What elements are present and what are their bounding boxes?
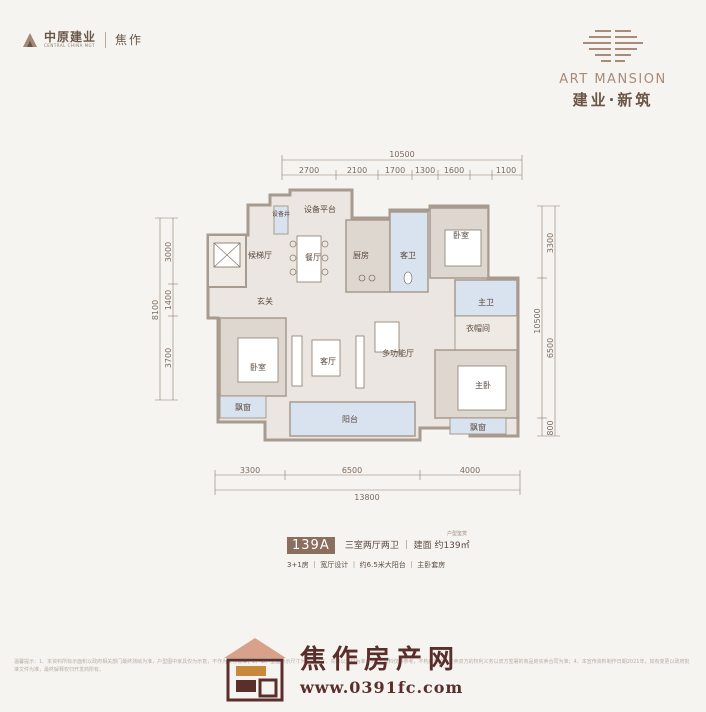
dim-right-total: 10500 xyxy=(533,308,542,333)
room-shaft: 设备井 xyxy=(272,210,290,218)
room-closet: 衣帽间 xyxy=(466,323,490,333)
developer-logo-icon xyxy=(23,32,37,47)
developer-logo: 中原建业 CENTRAL CHINA MGT 焦作 xyxy=(22,31,143,48)
dim-top-1: 2700 xyxy=(299,166,319,175)
unit-layout-line: 三室两厅两卫 ｜ 建面 约139㎡ xyxy=(344,541,470,551)
dim-bottom-2: 6500 xyxy=(342,466,362,475)
dim-bottom-total: 13800 xyxy=(354,493,379,500)
brand-name-cn: 建业·新筑 xyxy=(572,91,654,109)
dim-left-total: 8100 xyxy=(151,300,160,320)
unit-area: 约139㎡ xyxy=(434,541,470,551)
unit-layout: 三室两厅两卫 xyxy=(344,541,399,551)
house-logo-icon xyxy=(224,638,286,702)
area-label: 建面 xyxy=(413,541,432,551)
room-bay-w: 飘窗 xyxy=(235,402,251,412)
dim-bottom-3: 4000 xyxy=(460,466,480,475)
room-bedroom-w: 卧室 xyxy=(250,362,266,372)
dim-left-3: 3700 xyxy=(164,348,173,368)
room-dining: 餐厅 xyxy=(305,253,321,262)
walls xyxy=(206,188,520,442)
dim-top-5: 1600 xyxy=(444,166,464,175)
logo-divider xyxy=(105,31,107,48)
dim-right-2: 6500 xyxy=(546,338,555,358)
dim-right-3: 800 xyxy=(546,420,555,435)
brand-name-en: ART MANSION xyxy=(559,72,667,87)
dim-top-2: 2100 xyxy=(347,166,367,175)
room-kitchen: 厨房 xyxy=(353,250,369,260)
dim-top-3: 1700 xyxy=(385,166,405,175)
room-living: 客厅 xyxy=(320,356,336,366)
room-platform: 设备平台 xyxy=(304,204,336,214)
dim-left-1: 3000 xyxy=(164,242,173,262)
room-bedroom-ne: 卧室 xyxy=(453,230,469,240)
room-elevator-hall: 候梯厅 xyxy=(248,250,272,260)
dim-top-4: 1300 xyxy=(415,166,435,175)
room-master-bath: 主卫 xyxy=(478,297,494,307)
unit-info: 139A 三室两厅两卫 ｜ 建面 约139㎡ 户型鉴赏 3+1房 ｜ 宽厅设计 … xyxy=(287,531,470,570)
city-name: 焦作 xyxy=(115,33,144,47)
dim-top-total: 10500 xyxy=(389,150,414,159)
room-bay-e: 飘窗 xyxy=(470,422,486,432)
unit-model: 139A xyxy=(287,537,335,554)
dim-left-2: 1400 xyxy=(164,290,173,310)
unit-tag: 户型鉴赏 xyxy=(447,531,468,537)
floor-plan: 10500 2700 2100 1700 1300 1600 1100 3300… xyxy=(151,150,560,500)
dim-right-1: 3300 xyxy=(546,233,555,253)
watermark-title: 焦作房产网 xyxy=(300,645,461,675)
dim-top-6: 1100 xyxy=(496,166,516,175)
room-multi: 多功能厅 xyxy=(382,348,414,358)
watermark: 焦作房产网 www.0391fc.com xyxy=(222,634,463,702)
watermark-url: www.0391fc.com xyxy=(300,678,464,697)
project-brand: ART MANSION 建业·新筑 xyxy=(538,28,688,110)
brand-emblem-icon xyxy=(583,28,643,64)
developer-name-en: CENTRAL CHINA MGT xyxy=(44,43,95,48)
developer-name: 中原建业 xyxy=(44,30,97,44)
room-foyer: 玄关 xyxy=(257,296,273,306)
room-guest-bath: 客卫 xyxy=(400,250,416,260)
disclaimer: 温馨提示：1、本资料所标示面积以政府相关部门最终测绘为准，户型图中家具仅为示意，… xyxy=(14,659,690,673)
dim-bottom-1: 3300 xyxy=(240,466,260,475)
room-master: 主卧 xyxy=(475,380,491,390)
room-balcony: 阳台 xyxy=(342,414,358,424)
unit-features: 3+1房 ｜ 宽厅设计 ｜ 约6.5米大阳台 ｜ 主卧套房 xyxy=(287,561,446,569)
